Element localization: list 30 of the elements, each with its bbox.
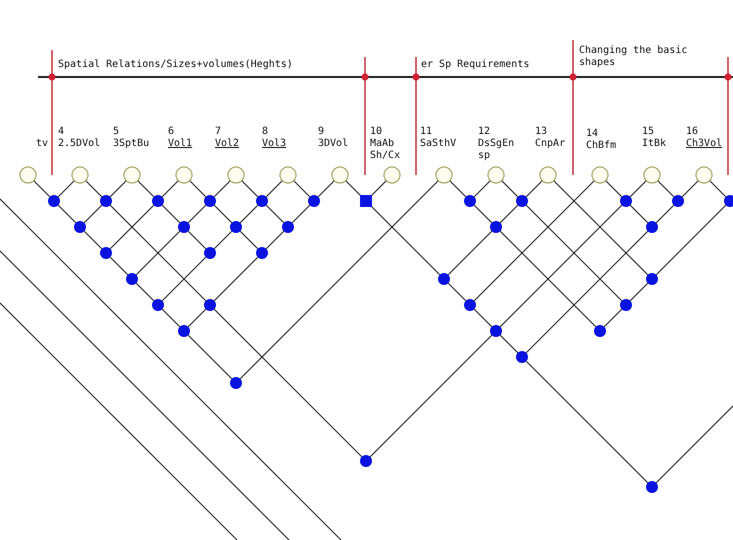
- group-heading: er Sp Requirements: [421, 59, 530, 71]
- column-number: 13: [535, 126, 548, 138]
- column-number: 4: [58, 126, 64, 138]
- column-number: 16: [686, 126, 698, 138]
- column-number: 5: [113, 126, 120, 138]
- column-label: ItBk: [642, 138, 666, 150]
- column-number: 10: [370, 126, 382, 138]
- column-number: 12: [478, 126, 490, 138]
- column-label: 3DVol: [318, 138, 348, 150]
- column-label: 2.5DVol: [58, 138, 100, 150]
- column-number: 8: [262, 126, 268, 138]
- column-label: DsSgEn sp: [478, 138, 516, 162]
- column-label: Vol3: [262, 138, 286, 150]
- column-number: 6: [168, 126, 174, 138]
- group-heading: Changing the basic shapes: [579, 45, 688, 69]
- column-number: 9: [318, 126, 324, 138]
- column-label: ChBfm: [586, 140, 616, 152]
- column-number: 7: [215, 126, 222, 138]
- column-label: Vol1: [168, 138, 192, 150]
- column-label: 3SptBu: [113, 138, 150, 150]
- column-label: CnpAr: [535, 138, 566, 150]
- column-label: tv: [36, 138, 48, 150]
- column-number: 14: [586, 128, 598, 140]
- group-heading: Spatial Relations/Sizes+volumes(Heghts): [58, 59, 293, 71]
- column-number: 11: [420, 126, 432, 138]
- column-label: SaSthV: [420, 138, 456, 150]
- column-label: MaAb Sh/Cx: [370, 138, 402, 162]
- column-label: Vol2: [215, 138, 240, 150]
- column-label: Ch3Vol: [686, 138, 722, 150]
- column-number: 15: [642, 126, 654, 138]
